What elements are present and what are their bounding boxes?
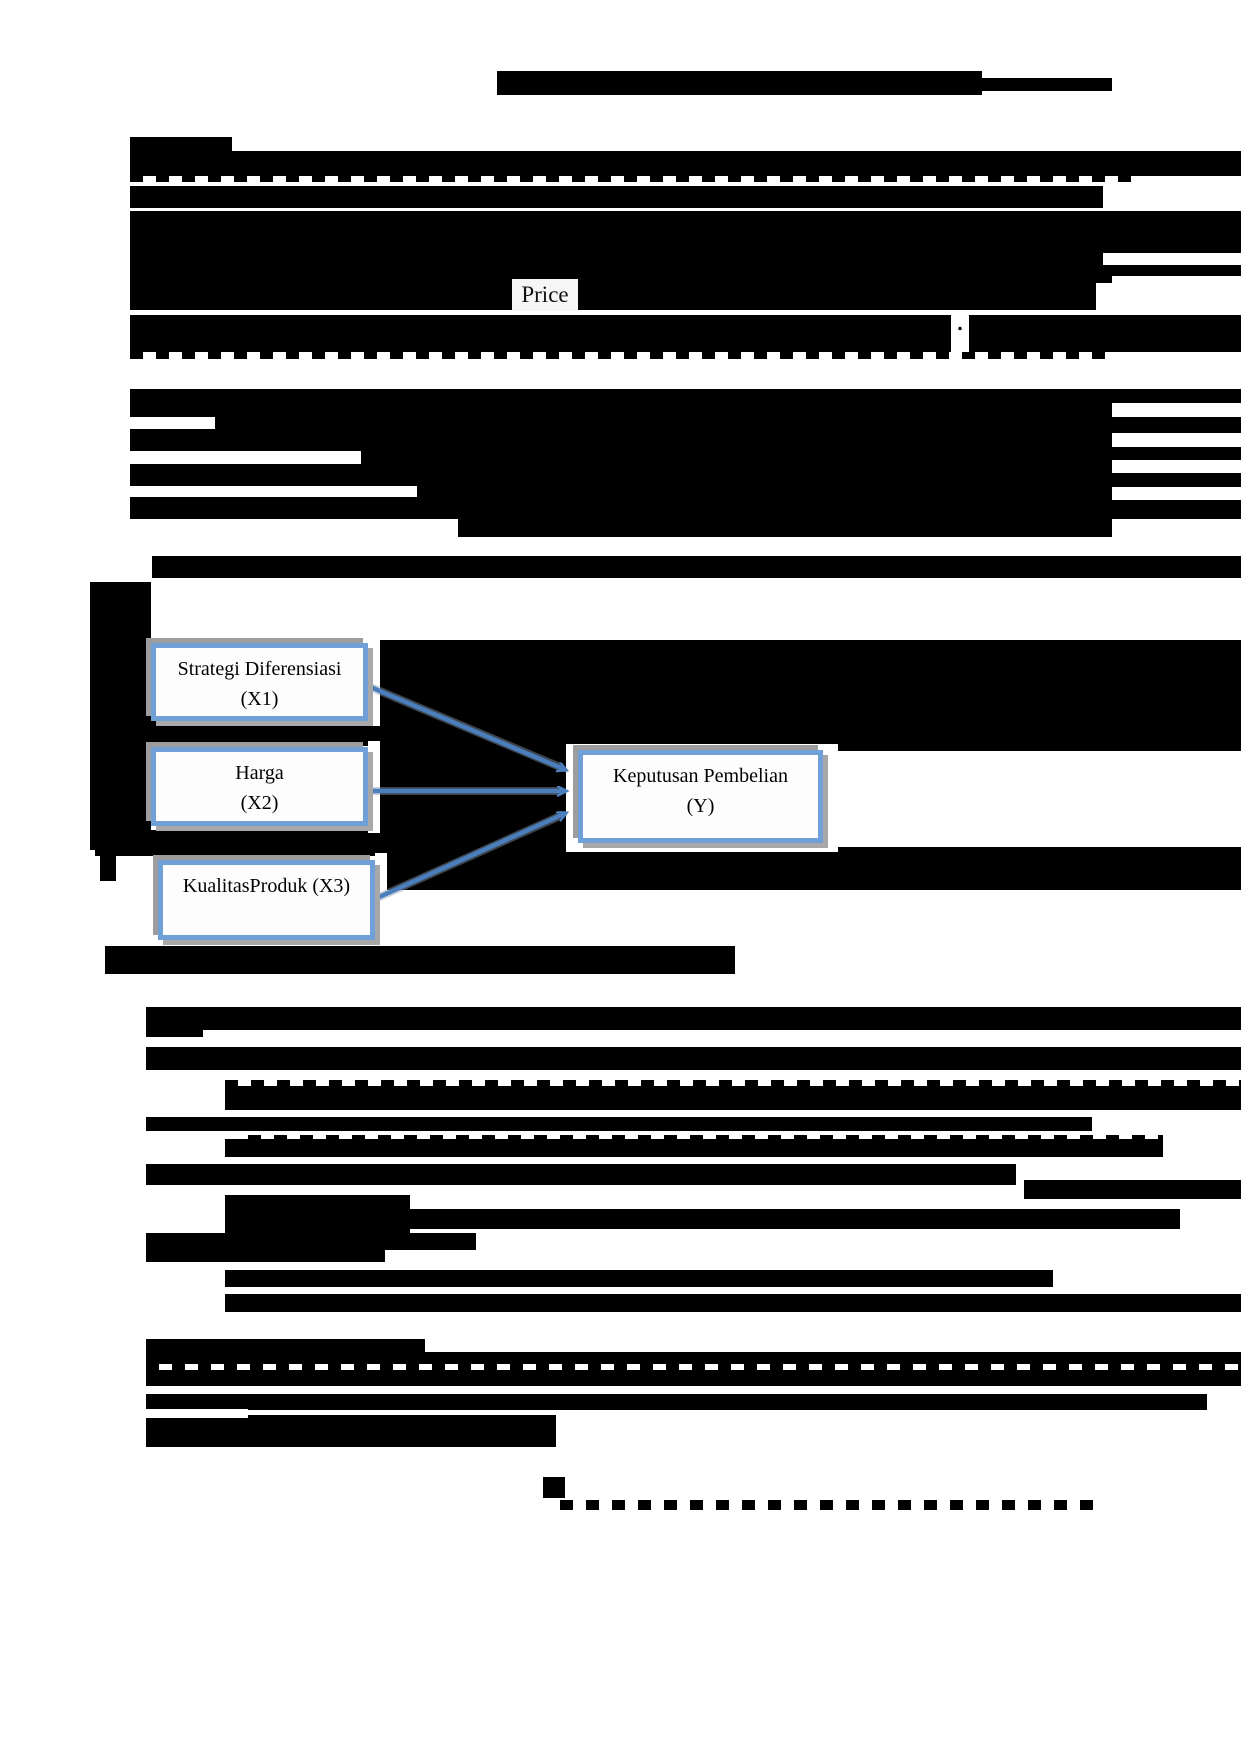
redaction-bar xyxy=(382,847,1241,890)
redaction-gap xyxy=(130,486,417,497)
redaction-gap xyxy=(1112,433,1241,447)
redaction-ragged-edge xyxy=(130,176,1140,182)
diagram-box-x2: Harga (X2) xyxy=(151,747,368,826)
redaction-bar xyxy=(146,1415,556,1447)
redaction-bar xyxy=(130,186,1103,208)
diagram-box-x2-label: Harga xyxy=(235,762,284,784)
diagram-box-y-code: (Y) xyxy=(686,795,715,817)
redaction-bar xyxy=(146,1047,1241,1070)
redaction-bar xyxy=(90,582,151,850)
redaction-gap xyxy=(1112,276,1241,283)
visible-period: . xyxy=(956,304,964,337)
redaction-bar xyxy=(146,1164,1016,1185)
diagram-halo xyxy=(375,853,387,945)
redaction-bar xyxy=(376,640,1241,751)
redaction-ragged-edge xyxy=(130,352,1115,359)
redaction-bar xyxy=(497,71,982,95)
redaction-bar xyxy=(146,1352,1241,1364)
redaction-ragged-edge xyxy=(560,1500,1105,1510)
page-number-redaction xyxy=(543,1477,565,1498)
redaction-bar xyxy=(376,751,573,858)
redaction-gap xyxy=(130,417,215,429)
diagram-halo xyxy=(368,741,380,833)
redaction-ragged-edge xyxy=(225,1080,1241,1086)
redaction-bar xyxy=(146,1007,1241,1030)
diagram-box-x3: KualitasProduk (X3) xyxy=(158,860,375,940)
redaction-gap xyxy=(1103,253,1241,265)
redaction-ragged-edge xyxy=(146,1364,1241,1370)
redaction-gap xyxy=(146,1386,454,1394)
redaction-bar xyxy=(578,283,1096,310)
redaction-bar xyxy=(410,1209,1180,1229)
redaction-bar xyxy=(225,1139,1163,1157)
diagram-box-x1: Strategi Diferensiasi (X1) xyxy=(151,643,368,721)
redaction-bar xyxy=(130,211,1241,283)
redaction-bar xyxy=(95,830,380,856)
redaction-gap xyxy=(1112,487,1241,500)
diagram-box-x3-label: KualitasProduk (X3) xyxy=(182,875,351,897)
redaction-bar xyxy=(146,1370,1241,1386)
redaction-bar xyxy=(90,721,380,746)
diagram-halo xyxy=(368,634,380,726)
redaction-bar xyxy=(1024,1180,1241,1199)
redaction-bar xyxy=(146,1117,1092,1131)
redaction-ragged-edge xyxy=(248,1135,1163,1140)
redaction-bar xyxy=(152,556,1241,578)
redaction-bar xyxy=(385,1233,476,1250)
redaction-bar xyxy=(982,78,1112,91)
redaction-bar xyxy=(100,850,116,881)
redaction-bar xyxy=(225,1195,410,1233)
redaction-bar xyxy=(130,315,951,352)
redaction-bar xyxy=(105,946,735,974)
diagram-box-x1-code: (X1) xyxy=(240,688,279,710)
redaction-bar xyxy=(130,151,1241,176)
diagram-box-y: Keputusan Pembelian (Y) xyxy=(578,750,823,843)
redaction-bar xyxy=(225,1294,1241,1312)
redaction-gap xyxy=(130,451,361,464)
redaction-gap xyxy=(146,1409,248,1418)
redaction-bar xyxy=(969,315,1241,352)
redaction-bar xyxy=(130,137,232,151)
redaction-bar xyxy=(225,1086,1241,1110)
diagram-box-y-label: Keputusan Pembelian xyxy=(613,765,788,787)
visible-word-price-box: Price xyxy=(512,279,578,311)
redaction-gap xyxy=(1112,403,1241,417)
redaction-bar xyxy=(146,1394,1207,1410)
redaction-bar xyxy=(146,1233,385,1262)
redaction-bar xyxy=(458,519,1112,537)
redaction-gap xyxy=(1112,460,1241,473)
redaction-bar xyxy=(146,1030,203,1037)
redaction-bar xyxy=(130,283,512,310)
diagram-box-x1-label: Strategi Diferensiasi xyxy=(177,658,342,680)
diagram-box-x2-code: (X2) xyxy=(240,792,279,814)
visible-word-price: Price xyxy=(521,282,569,307)
redaction-bar xyxy=(225,1270,1053,1287)
